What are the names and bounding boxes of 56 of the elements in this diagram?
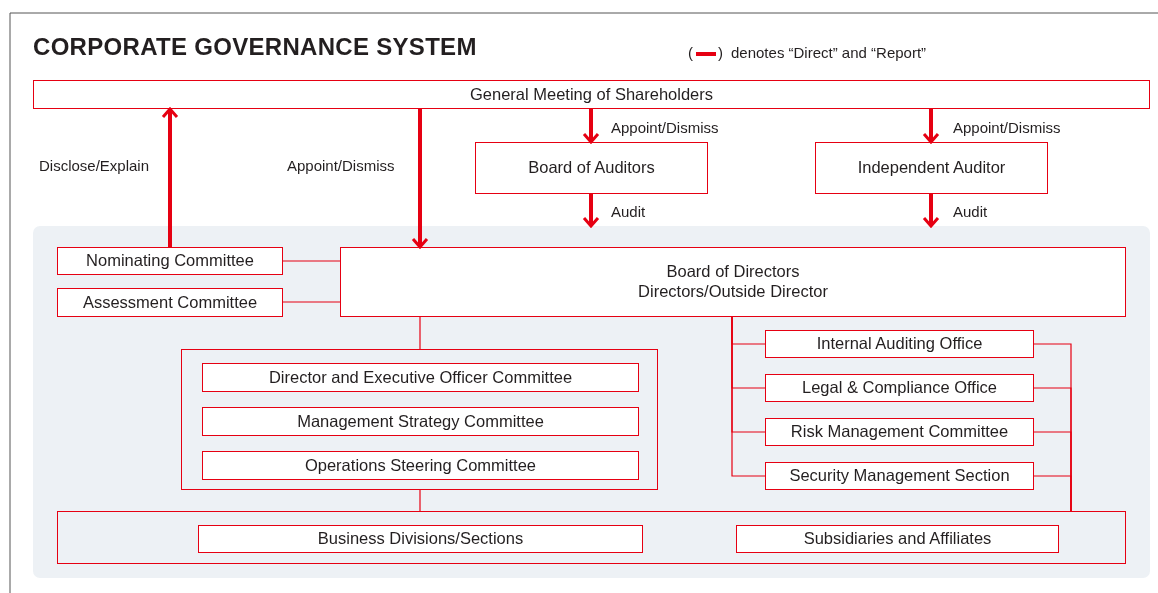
arrow xyxy=(582,109,600,144)
org-box xyxy=(340,247,1126,317)
arrow xyxy=(922,109,940,144)
box-title: Risk Management Committee xyxy=(790,422,1009,442)
group-box xyxy=(57,511,1126,564)
arrow xyxy=(582,194,600,228)
box-title: Board of Auditors xyxy=(528,158,655,178)
org-box xyxy=(57,288,283,317)
box-title: Management Strategy Committee xyxy=(297,411,544,432)
panel-background xyxy=(33,226,1150,578)
box-title: Director and Executive Officer Committee xyxy=(268,367,573,388)
org-box xyxy=(475,142,708,194)
org-box xyxy=(57,247,283,275)
connector-line xyxy=(419,489,421,512)
org-box xyxy=(815,142,1048,194)
connector-line xyxy=(282,301,341,303)
box-title: Independent Auditor xyxy=(857,158,1006,178)
connector-line xyxy=(282,260,341,262)
edge-label: Disclose/Explain xyxy=(39,157,150,174)
box-title: Business Divisions/Sections xyxy=(317,529,524,549)
org-box xyxy=(765,462,1034,490)
org-box xyxy=(198,525,643,553)
edge-label: Appoint/Dismiss xyxy=(611,119,719,136)
edge-label: Appoint/Dismiss xyxy=(953,119,1061,136)
org-box xyxy=(765,330,1034,358)
group-box xyxy=(181,349,658,490)
diagram-title: CORPORATE GOVERNANCE SYSTEM xyxy=(33,33,477,61)
box-title: Security Management Section xyxy=(789,466,1010,486)
edge-label: Audit xyxy=(953,203,988,220)
connector-line xyxy=(1033,475,1072,512)
org-box xyxy=(765,374,1034,402)
arrow xyxy=(922,194,940,228)
edge-label: Appoint/Dismiss xyxy=(287,157,395,174)
box-title: Board of Directors xyxy=(666,262,800,282)
org-box xyxy=(33,80,1150,109)
box-subtitle: Directors/Outside Director xyxy=(638,282,828,302)
box-title: General Meeting of Shareholders xyxy=(469,84,714,105)
org-box xyxy=(202,407,639,436)
legend-bracket: ( xyxy=(688,44,693,61)
box-title: Subsidiaries and Affiliates xyxy=(803,529,992,549)
box-title: Assessment Committee xyxy=(82,292,258,313)
box-title: Nominating Committee xyxy=(86,251,254,271)
box-title: Internal Auditing Office xyxy=(816,334,983,354)
connector-line xyxy=(731,316,766,477)
org-box xyxy=(736,525,1059,553)
legend-text: denotes “Direct” and “Report” xyxy=(731,44,927,61)
arrow xyxy=(411,109,429,249)
box-title: Operations Steering Committee xyxy=(304,455,537,476)
arrow xyxy=(161,107,179,247)
legend-bracket: ) xyxy=(718,44,723,61)
edge-label: Audit xyxy=(611,203,646,220)
org-box xyxy=(765,418,1034,446)
org-box xyxy=(202,451,639,480)
box-title: Legal & Compliance Office xyxy=(801,378,998,398)
connector-line xyxy=(419,316,421,350)
org-box xyxy=(202,363,639,392)
